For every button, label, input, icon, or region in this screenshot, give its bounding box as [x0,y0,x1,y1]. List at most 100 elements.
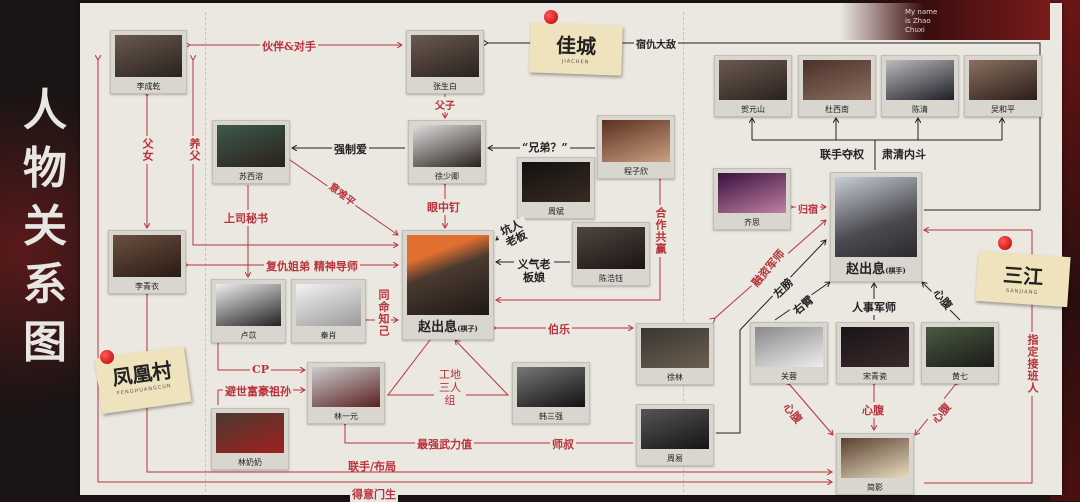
character-card[interactable]: 宋青瓷 [836,322,914,384]
character-card[interactable]: 齐思 [713,168,791,230]
relation-label: 归宿 [796,201,820,216]
character-name: 秦肖 [320,331,337,340]
character-card[interactable]: 林奶奶 [211,408,289,470]
character-card[interactable]: 贺元山 [714,55,792,117]
protagonist-card-pawn[interactable]: 赵出息(棋子) [402,230,494,340]
portrait [641,409,709,449]
relation-label: 师叔 [550,436,576,452]
character-card[interactable]: 李青衣 [108,230,186,294]
character-name: 张生白 [433,82,457,91]
relation-label: 指定接班人 [1024,332,1040,396]
portrait [411,35,479,77]
character-name: 赵出息(棋手) [831,258,921,277]
character-card[interactable]: 张生白 [406,30,484,94]
location-name: 佳城 [555,33,597,59]
character-name: 赵出息(棋子) [403,316,493,335]
character-name: 徐少卿 [435,172,459,181]
line-disciple [98,60,832,482]
character-card[interactable]: 徐林 [636,323,714,385]
character-name: 简影 [867,483,883,492]
character-card[interactable]: 周易 [636,404,714,466]
name-note: (棋子) [457,324,478,333]
character-card[interactable]: 秦肖 [291,279,366,343]
portrait [115,35,182,77]
relation-label: CP [250,363,272,376]
name-note: (棋手) [885,266,906,275]
portrait [841,438,909,478]
character-card[interactable]: 吴和平 [964,55,1042,117]
character-card[interactable]: 程子欣 [597,115,675,179]
background-left [0,0,90,501]
brand-caption: My name is Zhao Chuxi [905,8,938,34]
character-card[interactable]: 简影 [836,433,914,495]
portrait [641,328,709,368]
character-card[interactable]: 关蓉 [750,322,828,384]
portrait [407,235,489,315]
line-power [751,118,1003,170]
portrait [926,327,994,367]
relation-label: 眼中钉 [425,199,462,215]
portrait [718,173,786,213]
character-card[interactable]: 陈清 [881,55,959,117]
character-name: 李成乾 [136,82,161,91]
relation-label: 上司秘书 [222,210,270,226]
portrait [841,327,909,367]
relation-label: 得意门生 [350,486,398,502]
portrait [216,284,281,326]
pushpin-icon [544,10,558,24]
character-card[interactable]: 卢苡 [211,279,286,343]
character-name: 程子欣 [624,167,648,176]
relation-label: 最强武力值 [415,436,474,452]
character-name: 陈浩钰 [599,274,623,283]
character-name: 贺元山 [741,105,765,114]
character-card[interactable]: 黄七 [921,322,999,384]
portrait [577,227,645,269]
portrait [312,367,380,407]
relation-label: 联手/布局 [348,460,397,473]
character-name: 苏西溶 [239,172,263,181]
portrait [517,367,585,407]
portrait [217,125,285,167]
relation-label: 联手夺权 [818,146,866,162]
character-card[interactable]: 徐少卿 [408,120,486,184]
relation-label: 心腹 [860,402,886,418]
character-name: 卢苡 [240,331,257,340]
relation-label: 父子 [433,97,457,112]
line-enemy [488,43,1041,211]
brand-logo [840,0,1050,40]
character-card[interactable]: 周斌 [517,157,595,219]
relation-label: 避世富豪祖孙 [223,383,293,399]
character-card[interactable]: 韩三强 [512,362,590,424]
character-name: 宋青瓷 [863,372,887,381]
character-name: 关蓉 [781,372,797,381]
character-name: 吴和平 [991,105,1015,114]
relation-label: 工地三人组 [434,368,466,407]
character-name: 陈清 [912,105,928,114]
character-name: 徐林 [667,373,683,382]
character-card[interactable]: 李成乾 [110,30,187,94]
character-card[interactable]: 杜西南 [798,55,876,117]
portrait [522,162,590,202]
portrait [413,125,481,167]
relation-label: 伯乐 [546,321,572,337]
portrait [803,60,871,100]
character-name: 周易 [667,454,683,463]
relation-label: 父女 [139,136,155,164]
relation-label: 宿仇大敌 [634,36,678,51]
protagonist-card-player[interactable]: 赵出息(棋手) [830,172,922,282]
name-text: 赵出息 [846,262,886,277]
character-card[interactable]: 陈浩钰 [572,222,650,286]
character-name: 杜西南 [825,105,849,114]
portrait [755,327,823,367]
character-name: 韩三强 [539,412,563,421]
relation-label: 同命知己 [375,287,391,339]
relation-label: 义气老板娘 [514,258,554,284]
relation-label: 复仇姐弟 精神导师 [264,258,360,274]
page-title: 人物关系图 [23,85,67,368]
portrait [113,235,181,277]
character-name: 林一元 [334,412,358,421]
character-card[interactable]: 苏西溶 [212,120,290,184]
character-card[interactable]: 林一元 [307,362,385,424]
